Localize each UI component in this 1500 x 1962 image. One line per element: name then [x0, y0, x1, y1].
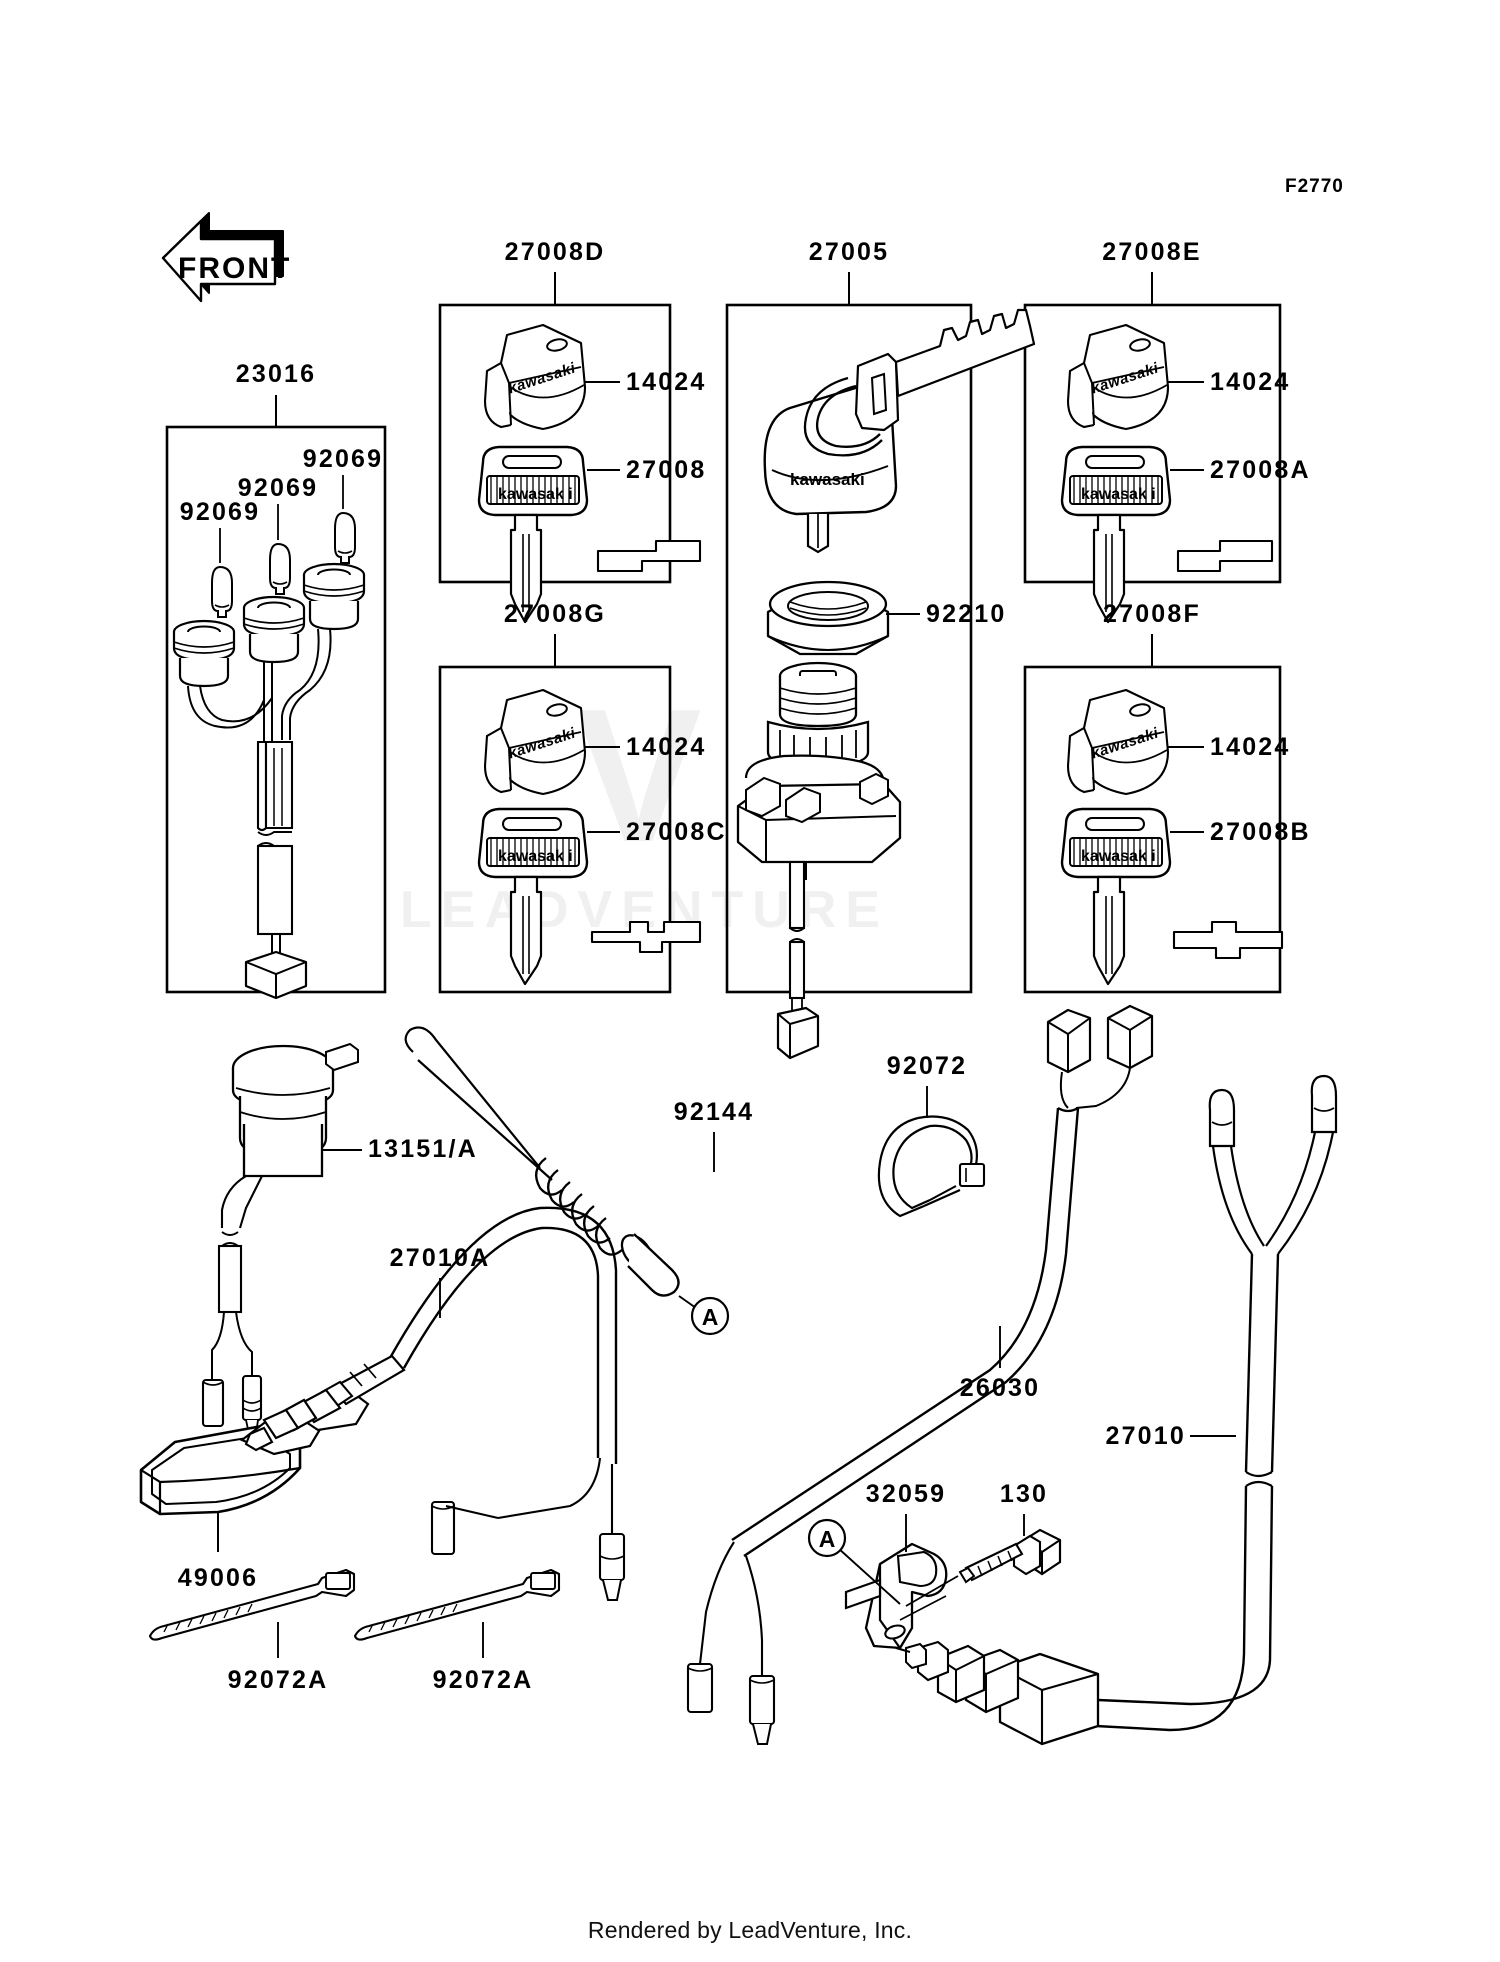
part-label-92144[interactable]: 92144 [673, 1098, 755, 1126]
part-label-14024-e[interactable]: 14024 [1210, 368, 1291, 396]
part-label-27010[interactable]: 27010 [1105, 1422, 1186, 1450]
part-label-27010A[interactable]: 27010A [389, 1244, 491, 1272]
part-label-27008A[interactable]: 27008A [1210, 456, 1311, 484]
kawasaki-key-text-f: kawasak i [1081, 848, 1156, 865]
ignition-lead-27010 [895, 1074, 1338, 1746]
bracket-32059: A [807, 1514, 948, 1650]
part-label-92072A-left[interactable]: 92072A [227, 1666, 329, 1694]
cable-tie-92072A-right [353, 1568, 561, 1658]
panel-title-27008G[interactable]: 27008G [503, 600, 607, 628]
leadventure-text-watermark: LEADVENTURE [400, 881, 890, 939]
spring-92144: A [404, 1026, 730, 1336]
kawasaki-cap-text-e: kawasaki [1089, 359, 1161, 398]
ignition-harness-23016 [172, 475, 366, 1000]
main-harness-26030 [686, 1004, 1154, 1745]
svg-text:A: A [702, 1304, 719, 1330]
part-label-14024-g[interactable]: 14024 [626, 733, 707, 761]
svg-text:FRONT: FRONT [178, 252, 291, 285]
part-label-92069-left[interactable]: 92069 [179, 498, 261, 526]
panel-title-27008F[interactable]: 27008F [1103, 600, 1201, 628]
part-label-92210[interactable]: 92210 [926, 600, 1007, 628]
front-direction-arrow: FRONT [161, 212, 291, 303]
panel-title-27008D[interactable]: 27008D [504, 238, 606, 266]
part-label-92069-center[interactable]: 92069 [237, 474, 319, 502]
panel-title-27005[interactable]: 27005 [808, 238, 890, 266]
kawasaki-key-text-d: kawasak i [498, 486, 573, 503]
part-label-92072[interactable]: 92072 [886, 1052, 968, 1080]
part-label-27008[interactable]: 27008 [626, 456, 707, 484]
coil-unit-13151A [201, 1042, 362, 1435]
svg-text:A: A [819, 1526, 836, 1552]
panel-title-27008E[interactable]: 27008E [1102, 238, 1202, 266]
part-label-92072A-right[interactable]: 92072A [432, 1666, 534, 1694]
kawasaki-cap-text-d: kawasaki [506, 359, 578, 398]
ignition-switch-27005 [736, 308, 1036, 1060]
part-label-13151A[interactable]: 13151/A [368, 1135, 478, 1163]
part-label-32059[interactable]: 32059 [865, 1480, 947, 1508]
kawasaki-key-text-g: kawasak i [498, 848, 573, 865]
part-label-27008B[interactable]: 27008B [1210, 818, 1311, 846]
kawasaki-cap-text-f: kawasaki [1089, 724, 1161, 763]
lock-nut-92210 [766, 580, 920, 656]
part-label-130[interactable]: 130 [999, 1480, 1049, 1508]
part-label-14024-d[interactable]: 14024 [626, 368, 707, 396]
part-label-23016[interactable]: 23016 [235, 360, 317, 388]
part-label-14024-f[interactable]: 14024 [1210, 733, 1291, 761]
part-label-49006[interactable]: 49006 [177, 1564, 259, 1592]
kawasaki-fob-text: kawasaki [790, 470, 865, 489]
kawasaki-cap-text-g: kawasaki [506, 724, 578, 763]
part-label-27008C[interactable]: 27008C [626, 818, 727, 846]
kawasaki-key-text-e: kawasak i [1081, 486, 1156, 503]
sheet-code: F2770 [1285, 176, 1344, 197]
cable-tie-92072 [877, 1086, 986, 1218]
ignition-switch-body [736, 661, 902, 1060]
part-label-26030[interactable]: 26030 [959, 1374, 1041, 1402]
render-credit: Rendered by LeadVenture, Inc. [587, 1917, 913, 1943]
bolt-130 [905, 1514, 1062, 1607]
plug-cap-49006 [139, 1390, 370, 1552]
part-label-92069-right[interactable]: 92069 [302, 445, 384, 473]
